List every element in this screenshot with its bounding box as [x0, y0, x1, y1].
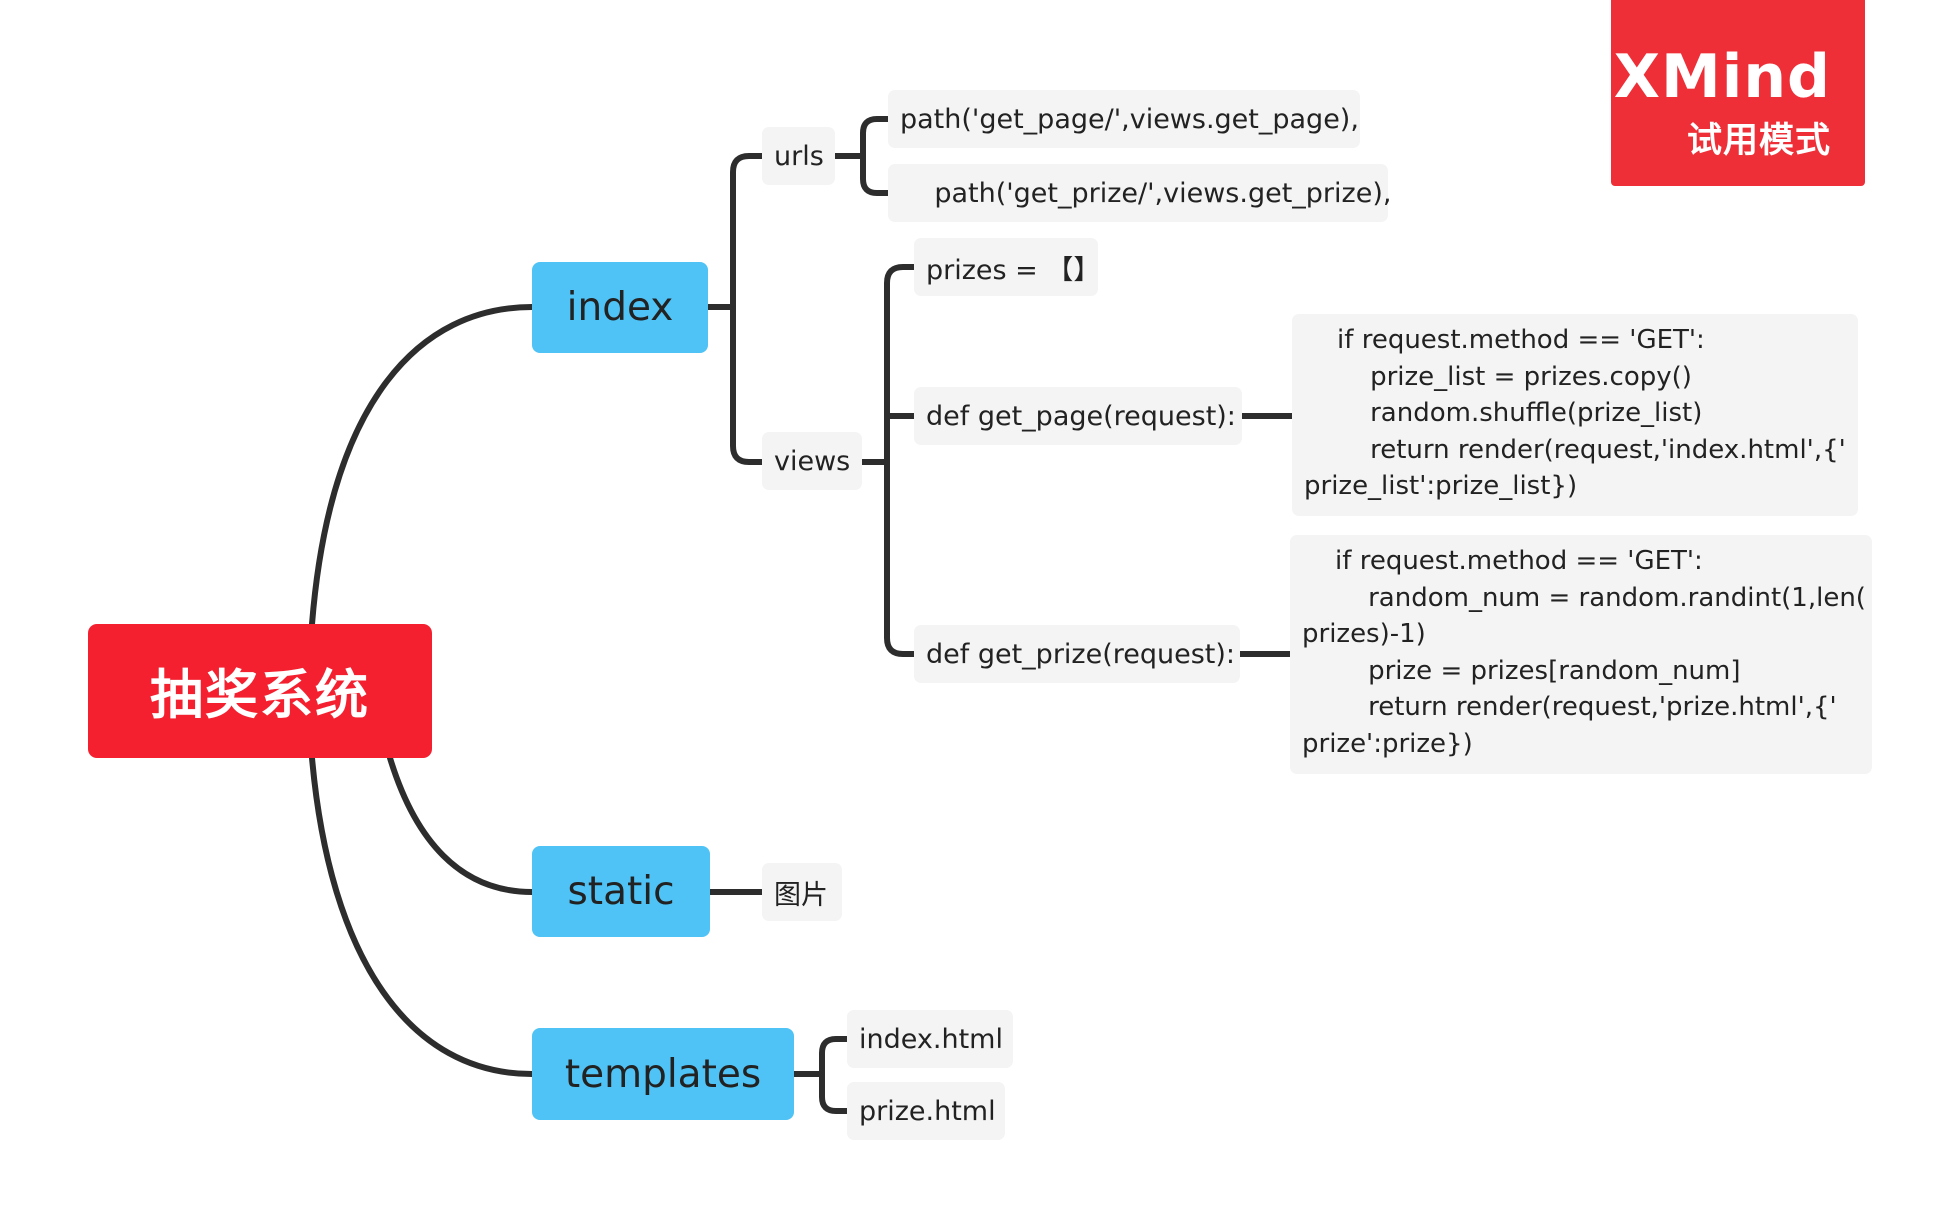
connector-templates-bracket	[791, 1036, 850, 1114]
topic-static[interactable]: static	[532, 846, 710, 937]
views-item-get-prize[interactable]: def get_prize(request):	[914, 625, 1240, 683]
code-get-page[interactable]: if request.method == 'GET': prize_list =…	[1292, 314, 1858, 516]
connector-index-bracket	[705, 153, 765, 465]
subtopic-urls[interactable]: urls	[762, 127, 835, 185]
topic-index[interactable]: index	[532, 262, 708, 353]
static-item-images[interactable]: 图片	[762, 863, 842, 921]
code-get-prize[interactable]: if request.method == 'GET': random_num =…	[1290, 535, 1872, 774]
xmind-watermark: XMind 试用模式	[1611, 0, 1865, 186]
connector-root-index	[309, 304, 535, 627]
connector-urls-bracket	[832, 116, 891, 196]
connector-root-templates	[309, 755, 535, 1077]
connector-root-static	[387, 755, 535, 895]
views-item-prizes[interactable]: prizes = 【】	[914, 238, 1100, 296]
views-item-get-page[interactable]: def get_page(request):	[914, 387, 1242, 445]
template-item-prize[interactable]: prize.html	[847, 1082, 1005, 1140]
url-item-get-page[interactable]: path('get_page/',views.get_page),	[888, 90, 1360, 148]
watermark-brand: XMind	[1613, 42, 1831, 112]
subtopic-views[interactable]: views	[762, 432, 862, 490]
root-topic[interactable]: 抽奖系统	[88, 624, 432, 758]
topic-templates[interactable]: templates	[532, 1028, 794, 1120]
url-item-get-prize[interactable]: path('get_prize/',views.get_prize),	[888, 164, 1391, 222]
connector-views-bracket	[859, 264, 917, 657]
watermark-mode: 试用模式	[1686, 121, 1831, 161]
template-item-index[interactable]: index.html	[847, 1010, 1013, 1068]
